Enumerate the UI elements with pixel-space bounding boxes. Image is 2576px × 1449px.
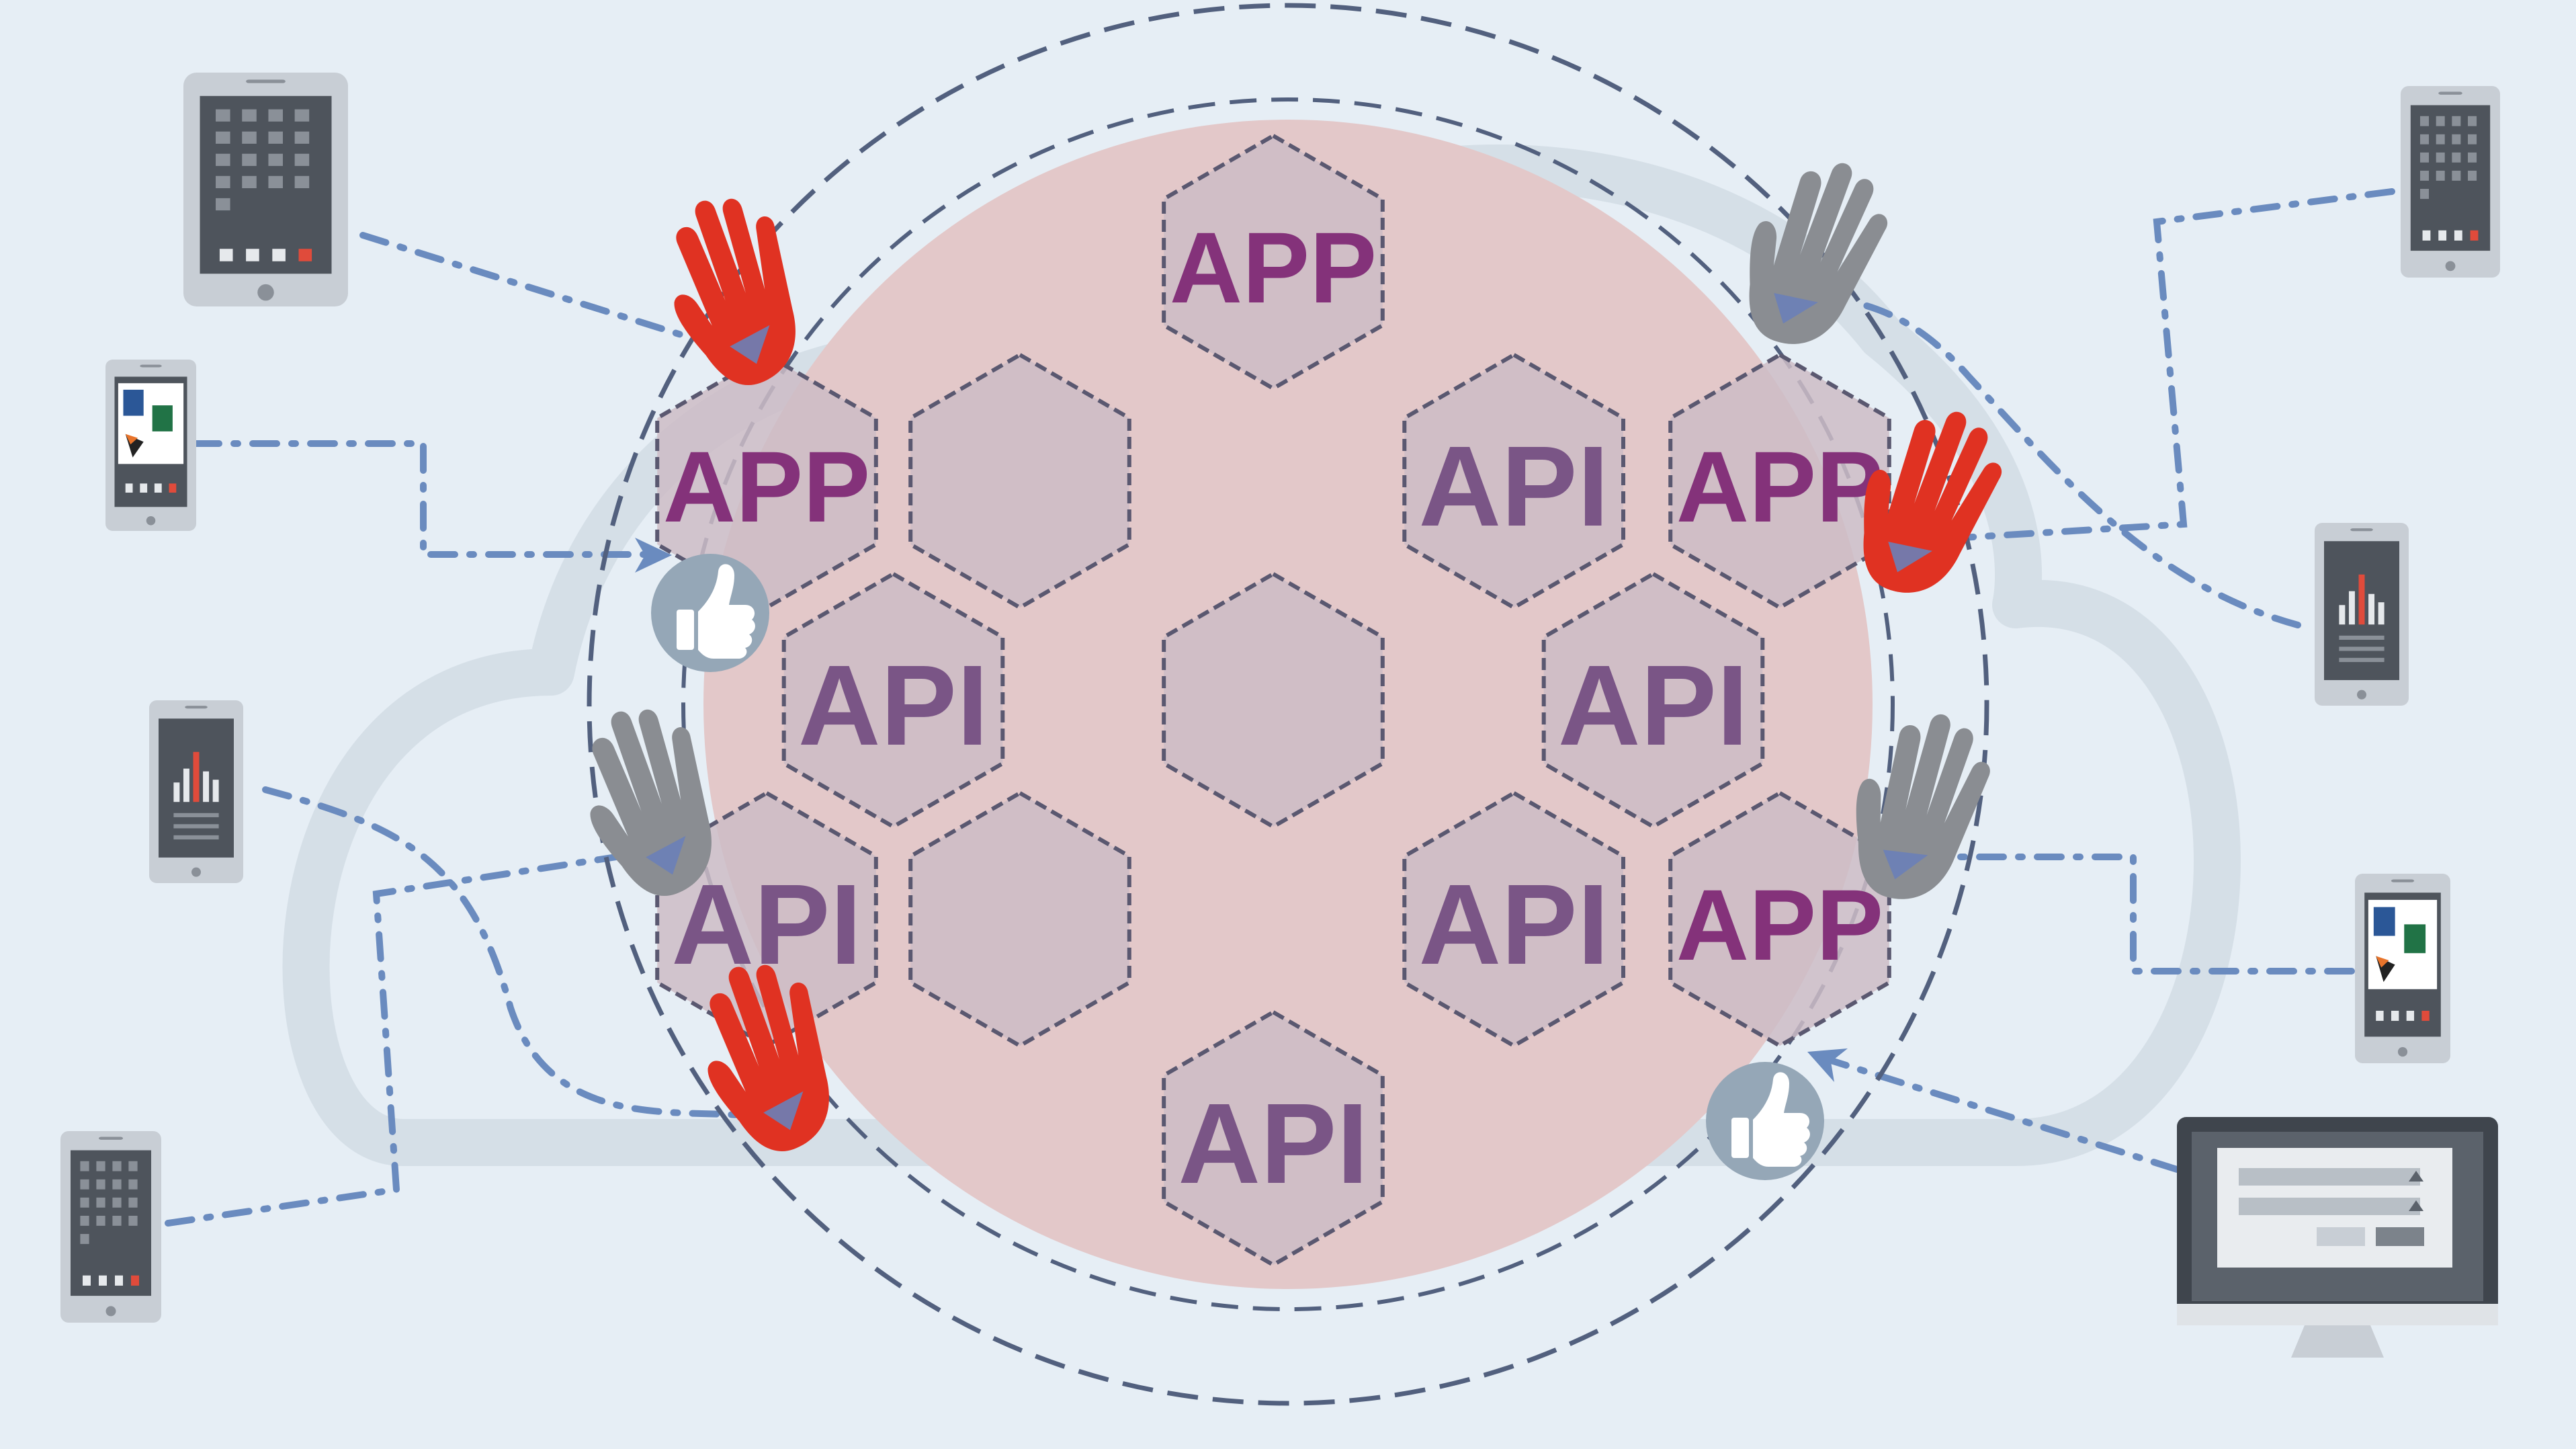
connector-phone-grid-right <box>1959 188 2395 541</box>
hexagon-cell <box>1541 571 1765 829</box>
api-label: API <box>798 642 988 770</box>
phone-office-left <box>105 360 196 531</box>
orbit-rings <box>587 3 1989 1406</box>
hexagon-cell <box>655 352 878 610</box>
api-label: API <box>1418 423 1608 550</box>
connector-phone-chart-left <box>262 786 749 1119</box>
desktop-monitor <box>2177 1117 2498 1358</box>
connection-lines <box>165 188 2395 1227</box>
hexagon-cell <box>1162 571 1385 829</box>
hexagon-cell <box>1668 352 1891 610</box>
hand-neutral-icon <box>1722 142 1903 364</box>
phone-office-right <box>2355 874 2450 1063</box>
arrow-in-left <box>635 538 672 573</box>
hexagon-cell <box>908 790 1131 1048</box>
hand-neutral-icon <box>559 691 740 913</box>
api-label: API <box>1558 642 1748 770</box>
hex-app-top: APP <box>1162 133 1385 391</box>
hex-app-right: APP <box>1668 352 1891 610</box>
app-label: APP <box>1676 868 1883 981</box>
hex-api-right: API <box>1541 571 1765 829</box>
thumbs-up-icon <box>1706 1062 1824 1180</box>
arrow-in-right <box>1807 1048 1848 1082</box>
hand-stop-icon <box>1836 390 2017 612</box>
connector-phone-chart-right <box>1851 299 2301 628</box>
hand-stop-icon <box>643 180 824 402</box>
phone-chart-left <box>149 700 243 883</box>
hexagon-cell <box>1162 133 1385 391</box>
hex-api-left: API <box>781 571 1005 829</box>
hexagon-cell <box>1668 790 1891 1048</box>
connector-desktop <box>1811 1052 2180 1173</box>
hexagon-cell <box>655 790 878 1048</box>
hex-api-upper-mid: API <box>1402 352 1625 610</box>
phone-chart-right <box>2315 523 2409 706</box>
connector-phone-office-left <box>191 440 648 558</box>
phone-grid-left <box>60 1131 161 1323</box>
inner-orbit <box>681 97 1895 1311</box>
connector-tablet <box>359 232 689 339</box>
hexagon-cell <box>781 571 1005 829</box>
hexagon-cell <box>908 352 1131 610</box>
hexagon-cell <box>1162 1009 1385 1268</box>
hex-empty-2 <box>908 790 1131 1048</box>
app-label: APP <box>1170 211 1377 324</box>
connector-phone-grid-left <box>165 850 642 1227</box>
hex-api-lower-mid: API <box>1402 790 1625 1048</box>
hex-app-left: APP <box>655 352 878 610</box>
app-label: APP <box>1676 430 1883 543</box>
tablet-device <box>183 73 348 306</box>
hex-empty-center <box>1162 571 1385 829</box>
phone-grid-right <box>2401 86 2500 278</box>
outer-orbit <box>587 3 1989 1406</box>
hexagon-cell <box>1402 352 1625 610</box>
connector-phone-office-right <box>1945 854 2355 975</box>
api-label: API <box>1178 1080 1368 1208</box>
thumbs-up-icon <box>651 554 769 672</box>
hex-app-lower-right: APP <box>1668 790 1891 1048</box>
hex-api-bottom: API <box>1162 1009 1385 1268</box>
hexagon-cell <box>1402 790 1625 1048</box>
hex-empty-1 <box>908 352 1131 610</box>
hand-neutral-icon <box>1834 698 2002 915</box>
gate-icons <box>559 142 2017 1180</box>
app-label: APP <box>663 430 870 543</box>
client-devices <box>60 73 2500 1358</box>
api-label: API <box>1418 861 1608 989</box>
hand-stop-icon <box>677 946 857 1168</box>
